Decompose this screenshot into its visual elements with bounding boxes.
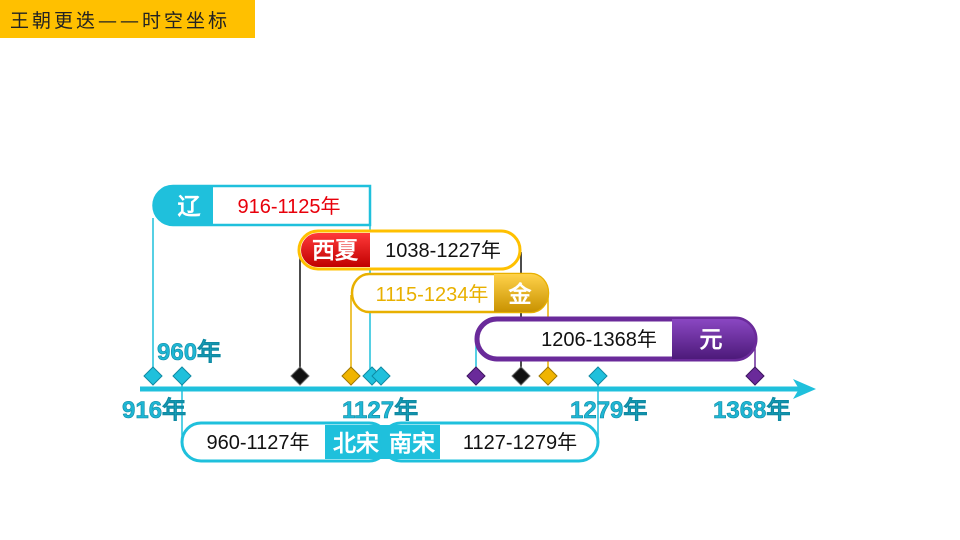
- marker-1279: [588, 366, 608, 386]
- jin-name: 金: [508, 281, 533, 308]
- nansong-years: 1127-1279年: [463, 431, 577, 454]
- liao-name: 辽: [178, 194, 202, 220]
- marker-1038: [290, 366, 310, 386]
- liao-bar: 辽 916-1125年: [152, 184, 372, 227]
- jin-years: 1115-1234年: [376, 283, 489, 306]
- axis-labels: 960年 916年 1127年 1279年 1368年: [122, 338, 791, 425]
- xixia-name: 西夏: [312, 238, 359, 264]
- yuan-name: 元: [700, 327, 723, 353]
- label-1127: 1127年: [342, 396, 418, 424]
- nansong-bar: 南宋 1127-1279年: [380, 421, 600, 463]
- marker-916: [143, 366, 163, 386]
- marker-1206: [466, 366, 486, 386]
- label-1368: 1368年: [713, 396, 790, 424]
- marker-1368: [745, 366, 765, 386]
- xixia-years: 1038-1227年: [385, 239, 501, 262]
- marker-1234: [538, 366, 558, 386]
- jin-bar: 1115-1234年 金: [350, 272, 550, 314]
- marker-960: [172, 366, 192, 386]
- axis-arrowhead: [793, 379, 816, 399]
- beisong-years: 960-1127年: [206, 431, 309, 454]
- beisong-bar: 960-1127年 北宋: [180, 421, 390, 463]
- label-916: 916年: [122, 396, 186, 424]
- axis-markers: [143, 366, 765, 386]
- marker-1127: [371, 366, 391, 386]
- yuan-bar: 1206-1368年 元: [474, 316, 758, 362]
- yuan-years: 1206-1368年: [541, 328, 657, 351]
- label-1279: 1279年: [570, 396, 647, 424]
- marker-1115: [341, 366, 361, 386]
- label-960: 960年: [157, 338, 221, 366]
- page-title: 王朝更迭——时空坐标: [0, 0, 255, 38]
- liao-years: 916-1125年: [237, 195, 340, 218]
- nansong-name: 南宋: [389, 430, 435, 457]
- marker-1227: [511, 366, 531, 386]
- beisong-name: 北宋: [333, 430, 379, 457]
- xixia-bar: 西夏 1038-1227年: [297, 229, 522, 271]
- timeline-axis: [140, 379, 816, 399]
